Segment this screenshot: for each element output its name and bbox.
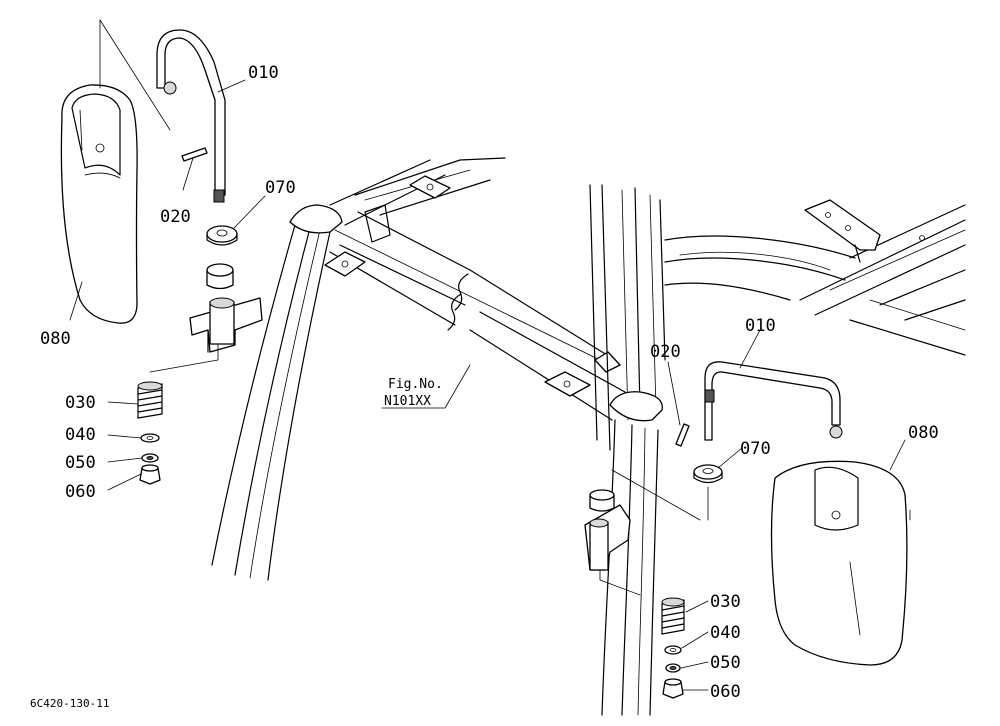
left-mirror-stay xyxy=(156,29,226,196)
left-spring-030 xyxy=(137,381,163,419)
right-spring-030 xyxy=(661,597,685,635)
figure-ref-line1: Fig.No. xyxy=(388,377,443,392)
leader-lines xyxy=(69,79,906,691)
cab-frame xyxy=(211,157,966,716)
label-020-left: 020 xyxy=(160,207,191,227)
label-080-right: 080 xyxy=(908,423,939,443)
label-060-left: 060 xyxy=(65,482,96,502)
right-mirror-assembly xyxy=(584,361,911,699)
part-labels: 010 020 070 080 030 040 050 060 010 020 … xyxy=(30,63,939,710)
label-070-left: 070 xyxy=(265,178,296,198)
left-washer-040 xyxy=(140,433,160,443)
label-010-right: 010 xyxy=(745,316,776,336)
label-070-right: 070 xyxy=(740,439,771,459)
label-030-right: 030 xyxy=(710,592,741,612)
right-mirror-stay xyxy=(704,361,841,441)
label-060-right: 060 xyxy=(710,682,741,702)
label-050-left: 050 xyxy=(65,453,96,473)
label-040-right: 040 xyxy=(710,623,741,643)
label-010-left: 010 xyxy=(248,63,279,83)
right-pin xyxy=(675,423,690,447)
left-washer-070 xyxy=(206,225,238,243)
label-020-right: 020 xyxy=(650,342,681,362)
left-mirror xyxy=(60,84,138,324)
left-pin xyxy=(181,147,208,162)
label-080-left: 080 xyxy=(40,329,71,349)
right-washer-040 xyxy=(664,645,682,655)
label-040-left: 040 xyxy=(65,425,96,445)
right-washer-070 xyxy=(693,464,723,480)
right-mirror xyxy=(770,460,908,666)
label-030-left: 030 xyxy=(65,393,96,413)
drawing-code: 6C420-130-11 xyxy=(30,697,109,710)
left-mirror-assembly xyxy=(60,19,263,485)
label-050-right: 050 xyxy=(710,653,741,673)
figure-ref-line2: N101XX xyxy=(384,394,431,409)
